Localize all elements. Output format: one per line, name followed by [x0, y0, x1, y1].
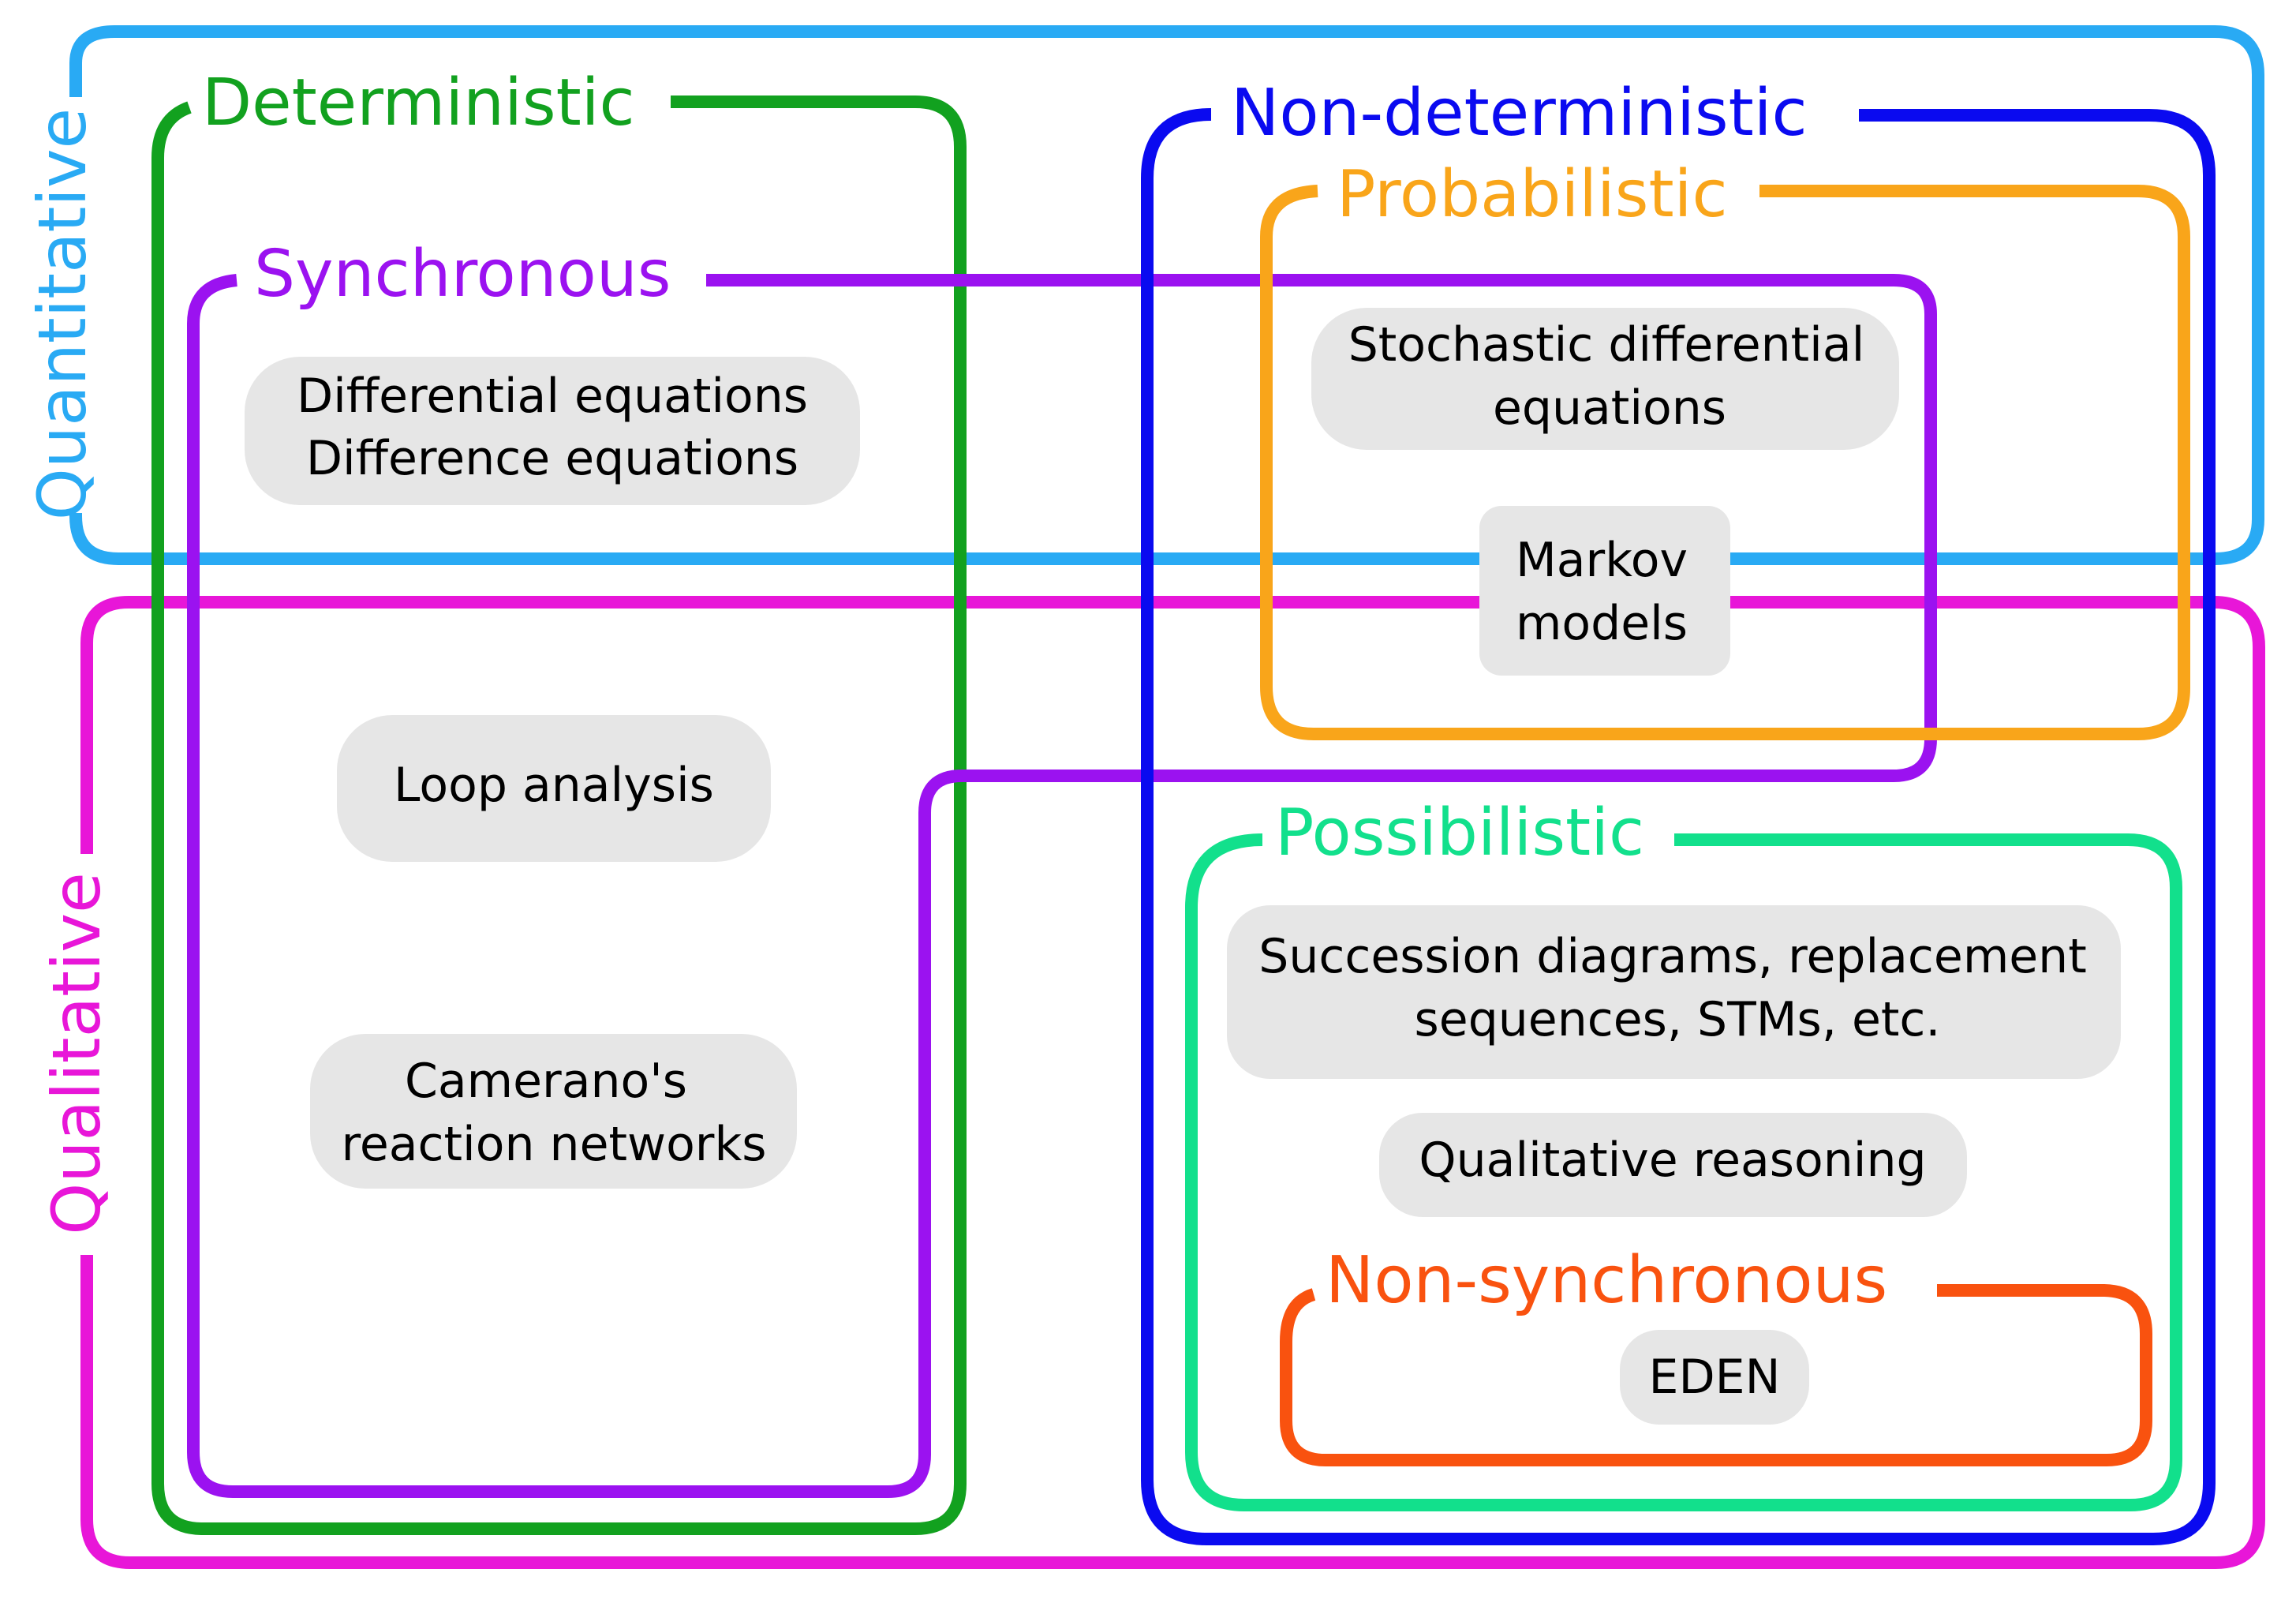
method-label: Succession diagrams, replacement — [1258, 929, 2087, 984]
method-label: EDEN — [1649, 1350, 1781, 1405]
deterministic-frame — [151, 95, 967, 1535]
probabilistic-label: Probabilistic — [1337, 157, 1728, 232]
qualitative-label: Qualitative — [38, 872, 115, 1235]
deterministic-label: Deterministic — [202, 66, 635, 140]
possibilistic-label: Possibilistic — [1275, 796, 1644, 871]
non-synchronous-frame — [1280, 1284, 2152, 1466]
quantitative-frame — [69, 25, 2264, 565]
pill-background — [1479, 506, 1730, 676]
possibilistic-frame — [1185, 833, 2182, 1511]
method-label: Stochastic differential — [1348, 317, 1865, 373]
method-label: Markov — [1516, 533, 1688, 588]
pill-background — [310, 1034, 797, 1189]
method-label: Camerano's — [405, 1054, 687, 1109]
pill-background — [1620, 1330, 1809, 1425]
probabilistic-frame — [1260, 185, 2190, 740]
method-markov-models: Markov models — [1479, 506, 1730, 676]
method-label: Loop analysis — [394, 758, 714, 813]
method-loop-analysis: Loop analysis — [337, 715, 771, 862]
method-stochastic-differential-equations: Stochastic differential equations — [1311, 308, 1899, 450]
method-camerano-reaction-networks: Camerano's reaction networks — [310, 1034, 797, 1189]
non-synchronous-label: Non-synchronous — [1326, 1243, 1887, 1318]
synchronous-label: Synchronous — [254, 237, 671, 312]
pill-background — [337, 715, 771, 862]
non-deterministic-label: Non-deterministic — [1231, 76, 1808, 151]
pill-background — [245, 357, 860, 505]
method-label: Qualitative reasoning — [1419, 1133, 1926, 1188]
pill-background — [1379, 1113, 1967, 1217]
method-label: models — [1516, 596, 1688, 651]
non-deterministic-frame — [1141, 108, 2216, 1545]
method-eden: EDEN — [1620, 1330, 1809, 1425]
method-differential-equations: Differential equations Difference equati… — [245, 357, 860, 505]
pill-background — [1311, 308, 1899, 450]
quantitative-label: Quantitative — [24, 108, 101, 520]
method-label: reaction networks — [342, 1117, 767, 1172]
pill-background — [1227, 905, 2121, 1079]
method-succession-diagrams: Succession diagrams, replacement sequenc… — [1227, 905, 2121, 1079]
method-qualitative-reasoning: Qualitative reasoning — [1379, 1113, 1967, 1217]
method-label: Difference equations — [306, 431, 798, 486]
qualitative-frame — [80, 596, 2265, 1569]
method-label: sequences, STMs, etc. — [1415, 992, 1941, 1047]
method-label: equations — [1493, 380, 1726, 436]
synchronous-frame — [187, 274, 1937, 1498]
method-label: Differential equations — [297, 369, 808, 424]
